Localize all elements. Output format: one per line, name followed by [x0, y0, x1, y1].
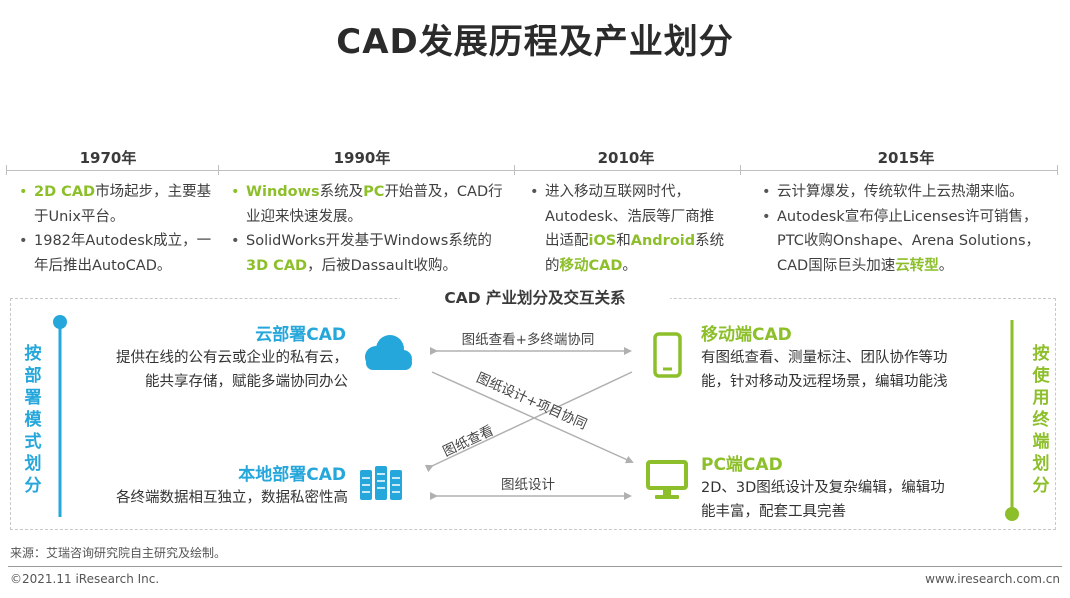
- pc-cad-desc-line: 能丰富，配套工具完善: [701, 504, 846, 520]
- left-axis-dot: [53, 315, 67, 329]
- bullet: 云计算爆发，传统软件上云热潮来临。: [759, 180, 1059, 205]
- timeline-tick: [218, 165, 219, 175]
- cloud-cad-desc-line: 提供在线的公有云或企业的私有云，: [116, 350, 348, 366]
- arrow-label-bottom: 图纸设计: [501, 477, 555, 493]
- pc-cad-desc-line: 2D、3D图纸设计及复杂编辑，编辑功: [701, 480, 945, 496]
- cloud-cad-desc-line: 能共享存储，赋能多端协同办公: [145, 374, 348, 390]
- local-cad-desc: 各终端数据相互独立，数据私密性高: [116, 490, 348, 506]
- source-note: 来源：艾瑞咨询研究院自主研究及绘制。: [10, 546, 227, 560]
- arrow-cloud-pc: [431, 371, 634, 464]
- bullet: Windows系统及PC开始普及，CAD行业迎来快速发展。: [228, 180, 510, 229]
- arrow-label-diag-down: 图纸设计+项目协同: [474, 370, 590, 433]
- bullet: 2D CAD市场起步，主要基于Unix平台。: [16, 180, 216, 229]
- bullet: 进入移动互联网时代，Autodesk、浩辰等厂商推出适配iOS和Android系…: [527, 180, 727, 278]
- right-axis-dot: [1005, 507, 1019, 521]
- cloud-cad-desc: 提供在线的公有云或企业的私有云， 能共享存储，赋能多端协同办公: [70, 346, 348, 394]
- timeline-tick: [1057, 165, 1058, 175]
- timeline-col-2015: 云计算爆发，传统软件上云热潮来临。 Autodesk宣布停止Licenses许可…: [759, 180, 1059, 278]
- page-title: CAD发展历程及产业划分: [336, 22, 734, 62]
- timeline-col-1970: 2D CAD市场起步，主要基于Unix平台。 1982年Autodesk成立，一…: [16, 180, 216, 278]
- mobile-cad-desc-line: 有图纸查看、测量标注、团队协作等功: [701, 350, 948, 366]
- pc-cad-title: PC端CAD: [701, 455, 783, 475]
- cloud-cad-title: 云部署CAD: [255, 325, 346, 345]
- timeline-tick: [740, 165, 741, 175]
- timeline-col-2010: 进入移动互联网时代，Autodesk、浩辰等厂商推出适配iOS和Android系…: [527, 180, 727, 278]
- bullet: SolidWorks开发基于Windows系统的3D CAD，后被Dassaul…: [228, 229, 510, 278]
- diagram-title: CAD 产业划分及交互关系: [400, 286, 670, 308]
- bullet: Autodesk宣布停止Licenses许可销售，PTC收购Onshape、Ar…: [759, 205, 1059, 279]
- pc-monitor-icon: [646, 460, 688, 499]
- footer-url[interactable]: www.iresearch.com.cn: [925, 572, 1060, 586]
- timeline-tick: [514, 165, 515, 175]
- mobile-cad-desc-line: 能，针对移动及远程场景，编辑功能浅: [701, 374, 948, 390]
- left-side-label: 按部署模式划分: [24, 344, 42, 496]
- mobile-cad-title: 移动端CAD: [701, 325, 792, 345]
- arrow-label-diag-up: 图纸查看: [440, 423, 496, 460]
- timeline-col-1990: Windows系统及PC开始普及，CAD行业迎来快速发展。 SolidWorks…: [228, 180, 510, 278]
- cloud-icon: [365, 335, 412, 370]
- arrow-label-top: 图纸查看+多终端协同: [462, 331, 595, 348]
- year-2015: 2015年: [877, 149, 935, 167]
- year-1990: 1990年: [333, 149, 391, 167]
- footer-divider: [8, 566, 1062, 567]
- timeline-tick: [6, 165, 7, 175]
- timeline-axis: [6, 170, 1058, 171]
- year-1970: 1970年: [79, 149, 137, 167]
- year-2010: 2010年: [597, 149, 655, 167]
- pc-cad-desc: 2D、3D图纸设计及复杂编辑，编辑功 能丰富，配套工具完善: [701, 476, 1001, 524]
- right-side-label: 按使用终端划分: [1032, 344, 1050, 496]
- footer-copyright: ©2021.11 iResearch Inc.: [10, 572, 160, 586]
- mobile-cad-desc: 有图纸查看、测量标注、团队协作等功 能，针对移动及远程场景，编辑功能浅: [701, 346, 1001, 394]
- local-cad-title: 本地部署CAD: [238, 465, 346, 485]
- server-icon: [360, 466, 402, 500]
- arrow-local-mobile: [424, 371, 633, 473]
- bullet: 1982年Autodesk成立，一年后推出AutoCAD。: [16, 229, 216, 278]
- mobile-phone-icon: [653, 332, 682, 378]
